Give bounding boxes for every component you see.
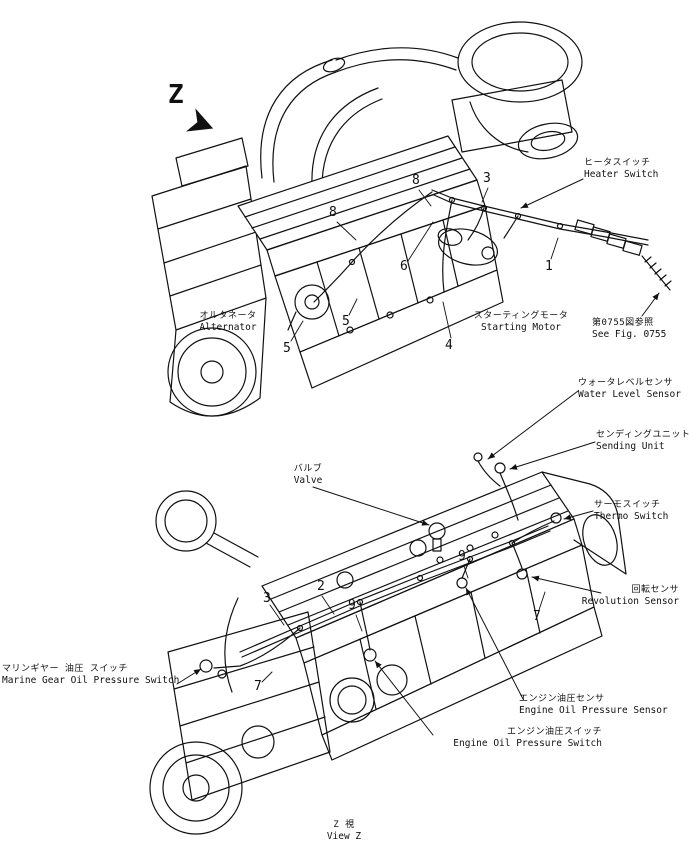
- label-alternator: オルタネータ Alternator: [193, 311, 263, 333]
- label-starting-motor-jp: スターティングモータ: [473, 311, 569, 321]
- part-number-bottom-1: 3: [263, 591, 271, 606]
- top-leader-lines: [520, 178, 660, 317]
- label-water-level-sensor: ウォータレベルセンサ Water Level Sensor: [578, 378, 681, 400]
- label-starting-motor-en: Starting Motor: [480, 322, 562, 333]
- label-marine-gear-oil-pressure-switch-jp: マリンギヤー 油圧 スイッチ: [2, 664, 128, 674]
- top-engine-view: [151, 21, 672, 417]
- view-z-caption-jp: Z 視: [333, 820, 355, 830]
- part-number-top-8: 4: [445, 338, 453, 353]
- label-heater-switch-en: Heater Switch: [584, 169, 659, 180]
- label-see-fig-0755-jp: 第0755図参照: [592, 318, 654, 328]
- label-revolution-sensor-jp: 回転センサ: [631, 585, 679, 595]
- view-marker-z: Z: [168, 80, 184, 110]
- label-thermo-switch-en: Thermo Switch: [594, 511, 669, 522]
- label-valve-jp: バルブ: [293, 464, 323, 474]
- part-number-bottom-3: 9: [458, 549, 466, 564]
- label-see-fig-0755: 第0755図参照 See Fig. 0755: [592, 318, 666, 340]
- label-see-fig-0755-en: See Fig. 0755: [592, 329, 667, 340]
- label-thermo-switch: サーモスイッチ Thermo Switch: [594, 500, 668, 522]
- label-marine-gear-oil-pressure-switch-en: Marine Gear Oil Pressure Switch: [2, 675, 180, 686]
- part-number-top-1: 8: [412, 173, 420, 188]
- label-revolution-sensor-en: Revolution Sensor: [581, 596, 679, 607]
- part-number-top-4: 6: [400, 259, 408, 274]
- view-direction-arrow: [186, 108, 214, 132]
- label-engine-oil-pressure-sensor: エンジン油圧センサ Engine Oil Pressure Sensor: [519, 694, 668, 716]
- part-number-bottom-5: 7: [533, 609, 541, 624]
- label-sending-unit-en: Sending Unit: [596, 441, 665, 452]
- label-engine-oil-pressure-switch: エンジン油圧スイッチ Engine Oil Pressure Switch: [420, 727, 602, 749]
- label-thermo-switch-jp: サーモスイッチ: [594, 500, 661, 510]
- bottom-engine-view: [149, 452, 627, 835]
- view-z-caption-en: View Z: [326, 831, 362, 842]
- label-engine-oil-pressure-sensor-en: Engine Oil Pressure Sensor: [519, 705, 668, 716]
- part-number-bottom-6: 7: [254, 679, 262, 694]
- part-number-top-7: 5: [283, 341, 291, 356]
- view-z-caption: Z 視 View Z: [314, 820, 374, 842]
- label-marine-gear-oil-pressure-switch: マリンギヤー 油圧 スイッチ Marine Gear Oil Pressure …: [2, 664, 179, 686]
- bottom-number-ticks: [261, 565, 546, 683]
- bottom-leader-lines: [176, 390, 602, 736]
- label-sending-unit-jp: センディングユニット: [596, 430, 689, 440]
- label-revolution-sensor: 回転センサ Revolution Sensor: [581, 585, 679, 607]
- part-number-top-6: 5: [342, 314, 350, 329]
- label-starting-motor: スターティングモータ Starting Motor: [472, 311, 570, 333]
- label-engine-oil-pressure-switch-jp: エンジン油圧スイッチ: [506, 727, 602, 737]
- part-number-top-3: 8: [329, 205, 337, 220]
- top-number-ticks: [290, 187, 559, 342]
- part-number-top-5: 1: [545, 259, 553, 274]
- label-heater-switch-jp: ヒータスイッチ: [584, 158, 651, 168]
- part-number-bottom-4: 9: [348, 598, 356, 613]
- label-heater-switch: ヒータスイッチ Heater Switch: [584, 158, 658, 180]
- label-alternator-jp: オルタネータ: [199, 311, 257, 321]
- label-sending-unit: センディングユニット Sending Unit: [596, 430, 689, 452]
- label-engine-oil-pressure-sensor-jp: エンジン油圧センサ: [519, 694, 605, 704]
- label-engine-oil-pressure-switch-en: Engine Oil Pressure Switch: [453, 738, 602, 749]
- label-water-level-sensor-en: Water Level Sensor: [578, 389, 681, 400]
- label-water-level-sensor-jp: ウォータレベルセンサ: [578, 378, 674, 388]
- label-valve: バルブ Valve: [284, 464, 332, 486]
- part-number-bottom-2: 2: [317, 579, 325, 594]
- label-valve-en: Valve: [293, 475, 323, 486]
- part-number-top-2: 3: [483, 171, 491, 186]
- label-alternator-en: Alternator: [199, 322, 257, 333]
